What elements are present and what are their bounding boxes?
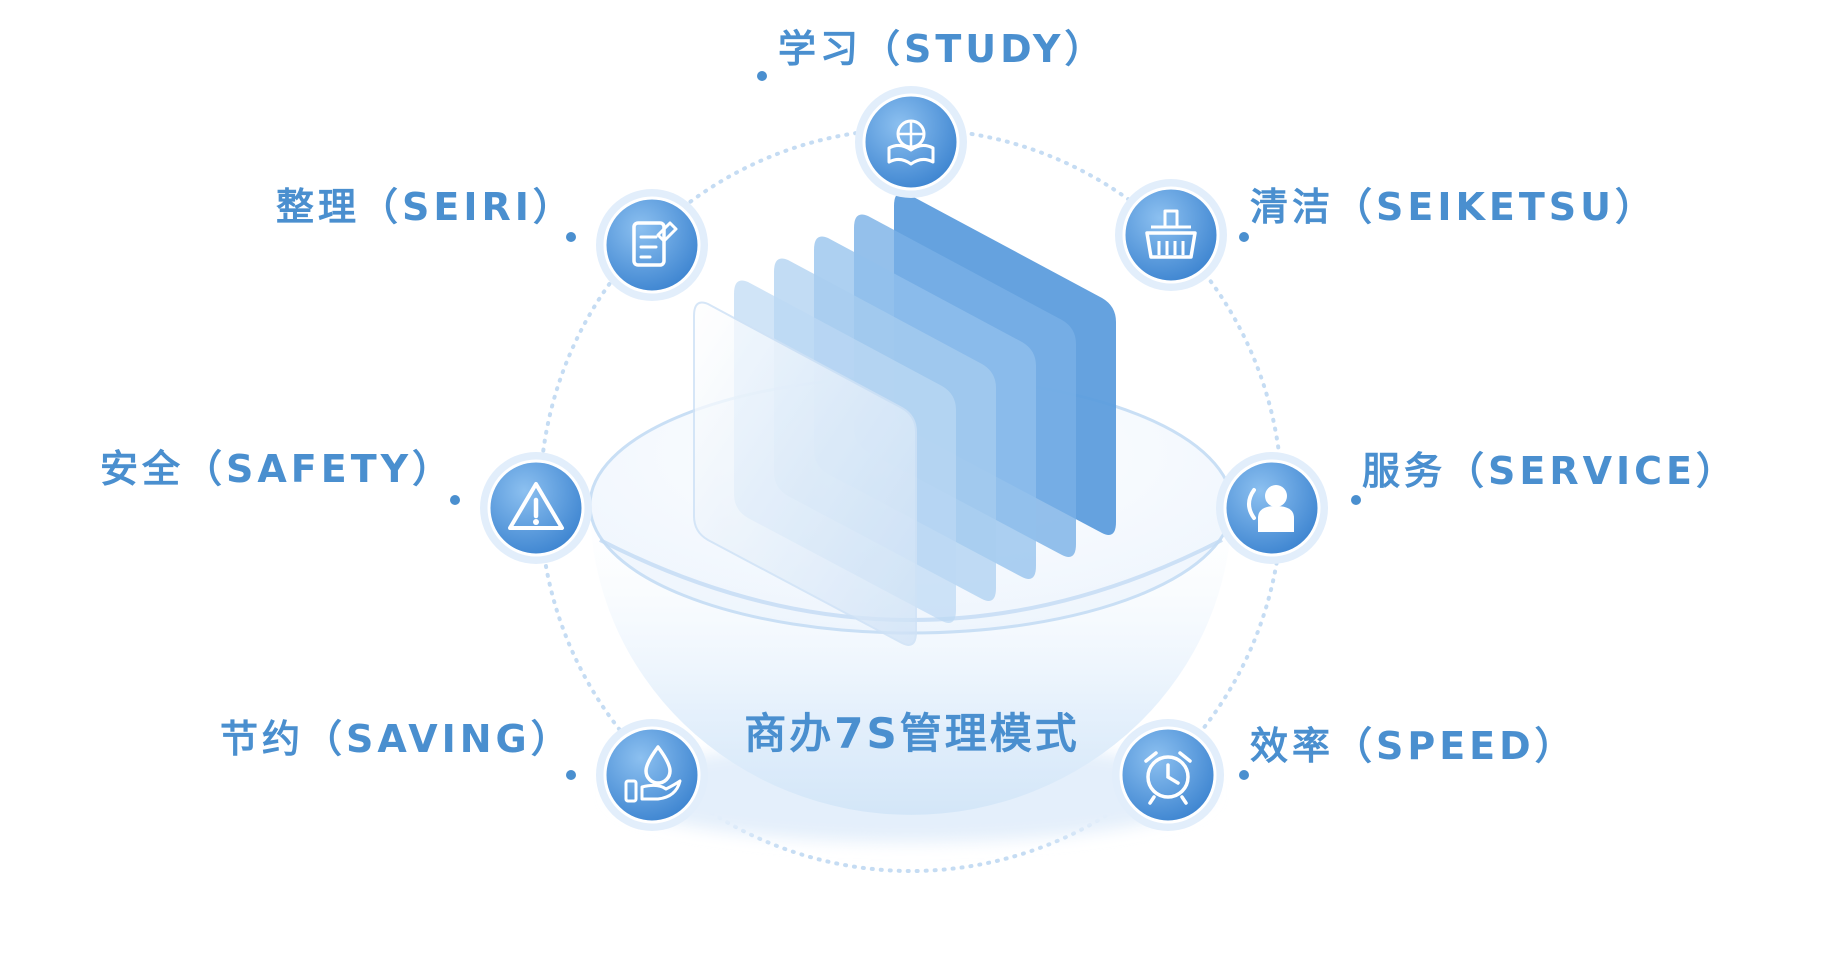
document-pen-icon bbox=[632, 221, 678, 267]
warning-icon bbox=[508, 482, 564, 530]
node-seiketsu[interactable] bbox=[1115, 179, 1227, 291]
headset-person-icon bbox=[1247, 485, 1294, 532]
node-seiri[interactable] bbox=[596, 189, 708, 301]
broom-icon bbox=[1145, 209, 1197, 259]
label-study: 学习（STUDY） bbox=[778, 27, 1107, 71]
water-drop-hand-icon bbox=[624, 745, 682, 803]
node-group bbox=[480, 86, 1328, 831]
node-speed[interactable] bbox=[1112, 719, 1224, 831]
node-service[interactable] bbox=[1216, 452, 1328, 564]
center-title: 商办7S管理模式 bbox=[744, 709, 1080, 758]
connector-dot-service bbox=[1351, 495, 1361, 505]
node-saving[interactable] bbox=[596, 719, 708, 831]
label-safety: 安全（SAFETY） bbox=[100, 447, 455, 491]
connector-dot-speed bbox=[1239, 770, 1249, 780]
node-circle bbox=[603, 196, 701, 294]
book-globe-icon bbox=[887, 119, 935, 166]
plate-6 bbox=[693, 301, 917, 646]
label-seiketsu: 清洁（SEIKETSU） bbox=[1250, 185, 1658, 229]
connector-lines bbox=[95, 71, 1722, 780]
node-study[interactable] bbox=[855, 86, 967, 198]
alarm-clock-icon bbox=[1144, 751, 1192, 805]
connector-dot-seiri bbox=[566, 232, 576, 242]
connector-dot-seiketsu bbox=[1239, 232, 1249, 242]
connector-dot-study bbox=[757, 71, 767, 81]
label-seiri: 整理（SEIRI） bbox=[276, 185, 575, 229]
connector-dot-saving bbox=[566, 770, 576, 780]
label-speed: 效率（SPEED） bbox=[1250, 724, 1577, 768]
connector-dot-safety bbox=[450, 495, 460, 505]
label-saving: 节约（SAVING） bbox=[220, 717, 573, 761]
node-circle bbox=[1122, 186, 1220, 284]
label-service: 服务（SERVICE） bbox=[1362, 449, 1738, 493]
node-circle bbox=[603, 726, 701, 824]
plate-stack bbox=[693, 192, 1116, 646]
node-safety[interactable] bbox=[480, 452, 592, 564]
